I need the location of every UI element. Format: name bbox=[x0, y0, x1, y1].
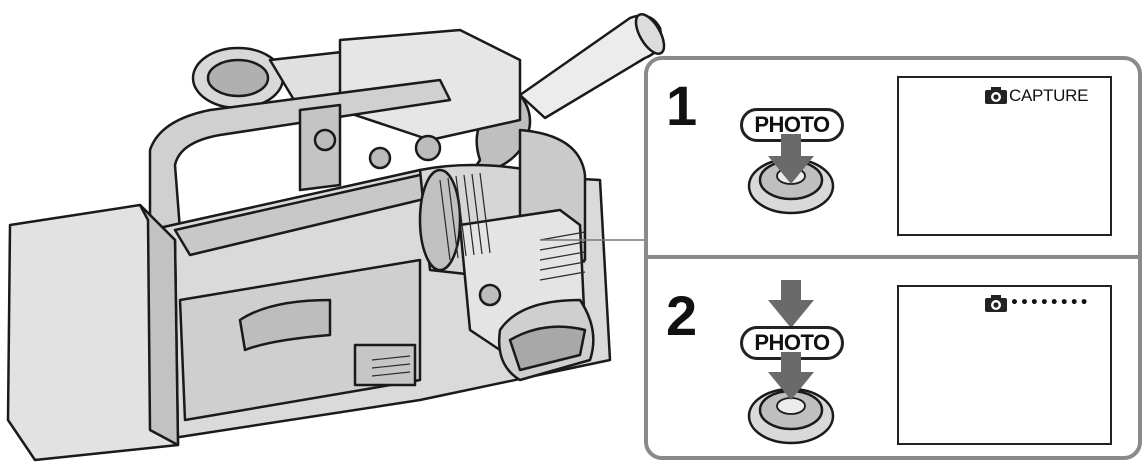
camera-icon bbox=[985, 295, 1007, 312]
photo-button-icon bbox=[747, 387, 835, 445]
step-2-number: 2 bbox=[666, 284, 698, 347]
arrow-down-icon bbox=[768, 280, 814, 328]
step-1-number: 1 bbox=[666, 74, 698, 137]
arrow-down-icon bbox=[768, 352, 814, 400]
camera-icon bbox=[985, 87, 1007, 104]
arrow-down-icon bbox=[768, 134, 814, 184]
recording-progress-dots: •••••••• bbox=[1010, 295, 1090, 311]
capture-indicator-text: CAPTURE bbox=[1009, 86, 1089, 105]
